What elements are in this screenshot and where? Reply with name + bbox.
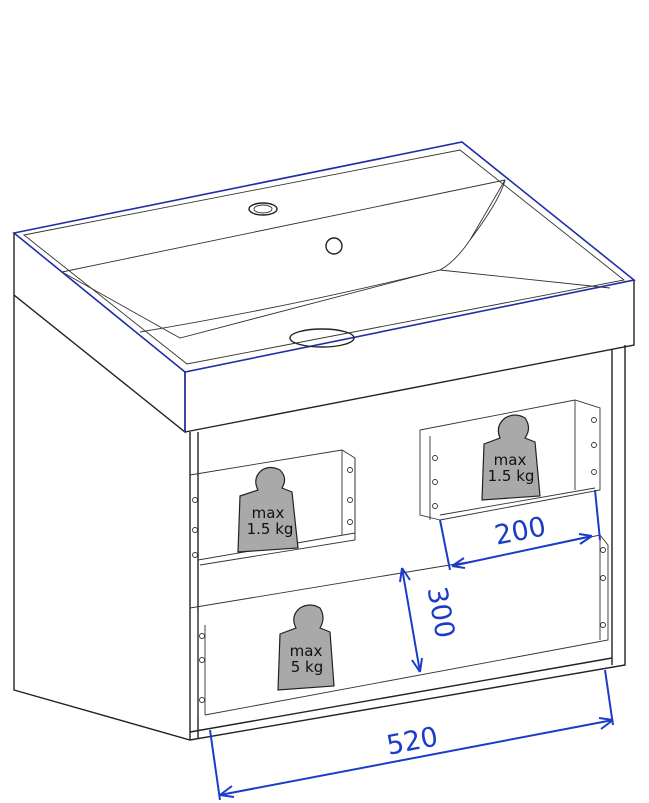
cabinet-body <box>13 295 626 741</box>
weight-max-text: max <box>290 642 323 660</box>
weight-label-lower: max 5 kg <box>277 604 335 691</box>
weight-value-text: 5 kg <box>291 658 324 676</box>
washbasin <box>12 141 636 434</box>
weight-value-text: 1.5 kg <box>488 467 535 485</box>
weight-value-text: 1.5 kg <box>247 520 294 538</box>
dimension-520-text: 520 <box>384 721 441 761</box>
weight-max-text: max <box>494 451 527 469</box>
weight-max-text: max <box>252 504 285 522</box>
dimension-200-text: 200 <box>492 511 549 551</box>
dimension-300-text: 300 <box>421 584 460 640</box>
dimension-200: 200 <box>439 489 601 571</box>
weight-label-upper-left: max 1.5 kg <box>237 466 299 553</box>
weight-label-upper-right: max 1.5 kg <box>481 414 541 501</box>
dimension-300: 300 <box>399 567 460 673</box>
dimension-520: 520 <box>209 669 614 801</box>
